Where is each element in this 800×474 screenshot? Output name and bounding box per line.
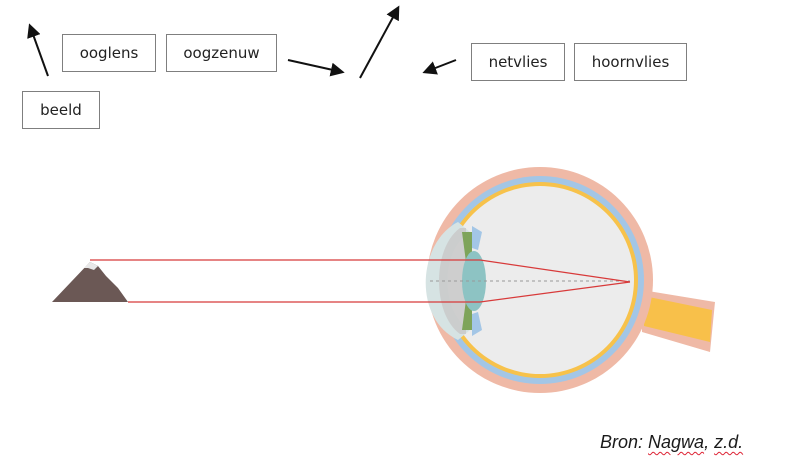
label-netvlies[interactable]: netvlies	[471, 43, 565, 81]
arrow-pointer-3[interactable]	[359, 5, 400, 79]
source-prefix: Bron:	[600, 432, 649, 452]
cornea	[425, 222, 470, 340]
label-netvlies-text: netvlies	[488, 53, 548, 71]
label-beeld[interactable]: beeld	[22, 91, 100, 129]
ciliary-lower	[472, 312, 482, 336]
label-oogzenuw[interactable]: oogzenuw	[166, 34, 277, 72]
light-rays	[90, 259, 631, 303]
arrow-pointer-4[interactable]	[422, 59, 457, 75]
optic-nerve-core	[644, 296, 712, 342]
source-separator: ,	[704, 432, 715, 452]
vitreous-body	[446, 186, 634, 374]
source-date: z.d.	[714, 432, 744, 452]
label-hoornvlies[interactable]: hoornvlies	[574, 43, 687, 81]
ciliary-upper	[472, 226, 482, 250]
label-ooglens[interactable]: ooglens	[62, 34, 156, 72]
mountain-object	[52, 262, 128, 302]
label-ooglens-text: ooglens	[79, 44, 139, 62]
arrow-pointer-2[interactable]	[287, 59, 345, 77]
aqueous-humour	[439, 228, 466, 334]
source-name: Nagwa	[648, 432, 705, 452]
arrow-pointer-1[interactable]	[27, 23, 49, 77]
label-oogzenuw-text: oogzenuw	[183, 44, 260, 62]
source-citation: Bron: Nagwa, z.d.	[600, 432, 743, 453]
label-beeld-text: beeld	[40, 101, 82, 119]
label-hoornvlies-text: hoornvlies	[591, 53, 670, 71]
